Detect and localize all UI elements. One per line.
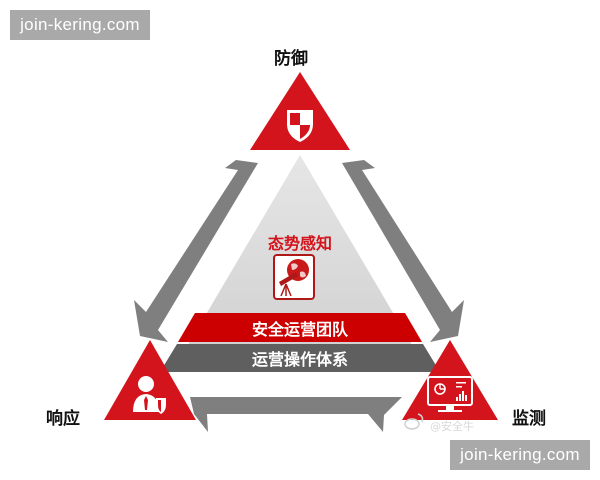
label-defense: 防御 bbox=[274, 49, 308, 69]
user-shield-icon bbox=[133, 376, 166, 414]
watermark-bottom: join-kering.com bbox=[450, 440, 590, 470]
node-right-triangle bbox=[402, 340, 498, 420]
node-left-triangle bbox=[104, 340, 196, 420]
monitor-chart-icon bbox=[427, 376, 473, 412]
band-dark bbox=[160, 344, 440, 372]
center-title: 态势感知 bbox=[267, 234, 332, 253]
globe-telescope-icon bbox=[273, 254, 315, 300]
weibo-logo-icon bbox=[404, 413, 424, 430]
arrow-left bbox=[134, 160, 258, 342]
band-red-label: 安全运营团队 bbox=[251, 320, 348, 339]
credit-text: @安全牛 bbox=[430, 420, 474, 433]
arrow-right bbox=[342, 160, 464, 342]
label-monitoring: 监测 bbox=[512, 409, 546, 429]
band-red bbox=[178, 313, 422, 342]
arrow-bottom bbox=[190, 397, 402, 432]
node-top-triangle bbox=[250, 72, 350, 150]
shield-icon bbox=[287, 110, 313, 142]
band-dark-label: 运营操作体系 bbox=[251, 350, 348, 369]
label-response: 响应 bbox=[46, 409, 80, 429]
watermark-top: join-kering.com bbox=[10, 10, 150, 40]
